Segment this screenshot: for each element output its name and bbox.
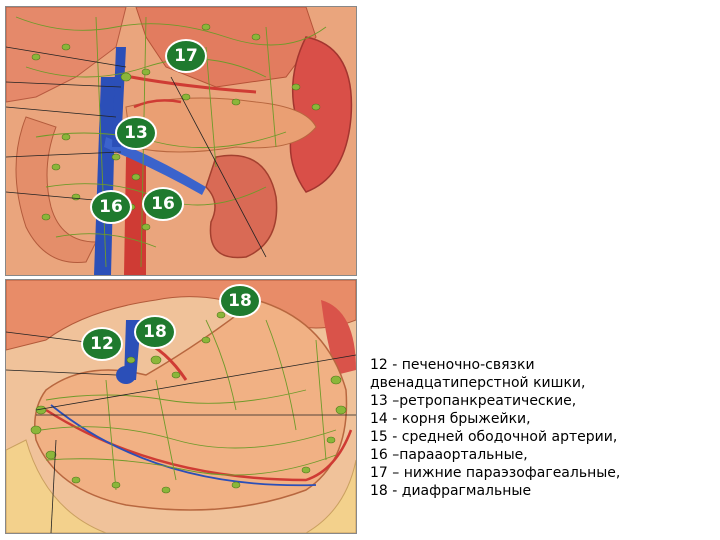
node-badge-18-left: 18	[134, 315, 176, 349]
node-badge-16-right: 16	[142, 187, 184, 221]
node-badge-12: 12	[81, 327, 123, 361]
legend-line: 17 – нижние параэзофагеальные,	[370, 465, 621, 481]
lower-anatomy-illustration: 12 18 18	[5, 279, 357, 534]
node-badge-17: 17	[165, 39, 207, 73]
node-badge-13: 13	[115, 116, 157, 150]
legend-line: 15 - средней ободочной артерии,	[370, 429, 618, 445]
legend-line: 13 –ретропанкреатические,	[370, 393, 577, 409]
legend-line: двенадцатиперстной кишки,	[370, 375, 586, 391]
node-badge-18-right: 18	[219, 284, 261, 318]
legend-line: 16 –парааортальные,	[370, 447, 528, 463]
node-badge-16-left: 16	[90, 190, 132, 224]
legend-line: 12 - печеночно-связки	[370, 357, 535, 373]
upper-anatomy-illustration: 17 13 16 16	[5, 6, 357, 276]
lower-anatomy-drawing	[6, 280, 356, 533]
lymph-node-legend: 12 - печеночно-связки двенадцатиперстной…	[370, 356, 715, 500]
legend-line: 14 - корня брыжейки,	[370, 411, 531, 427]
legend-line: 18 - диафрагмальные	[370, 483, 532, 499]
